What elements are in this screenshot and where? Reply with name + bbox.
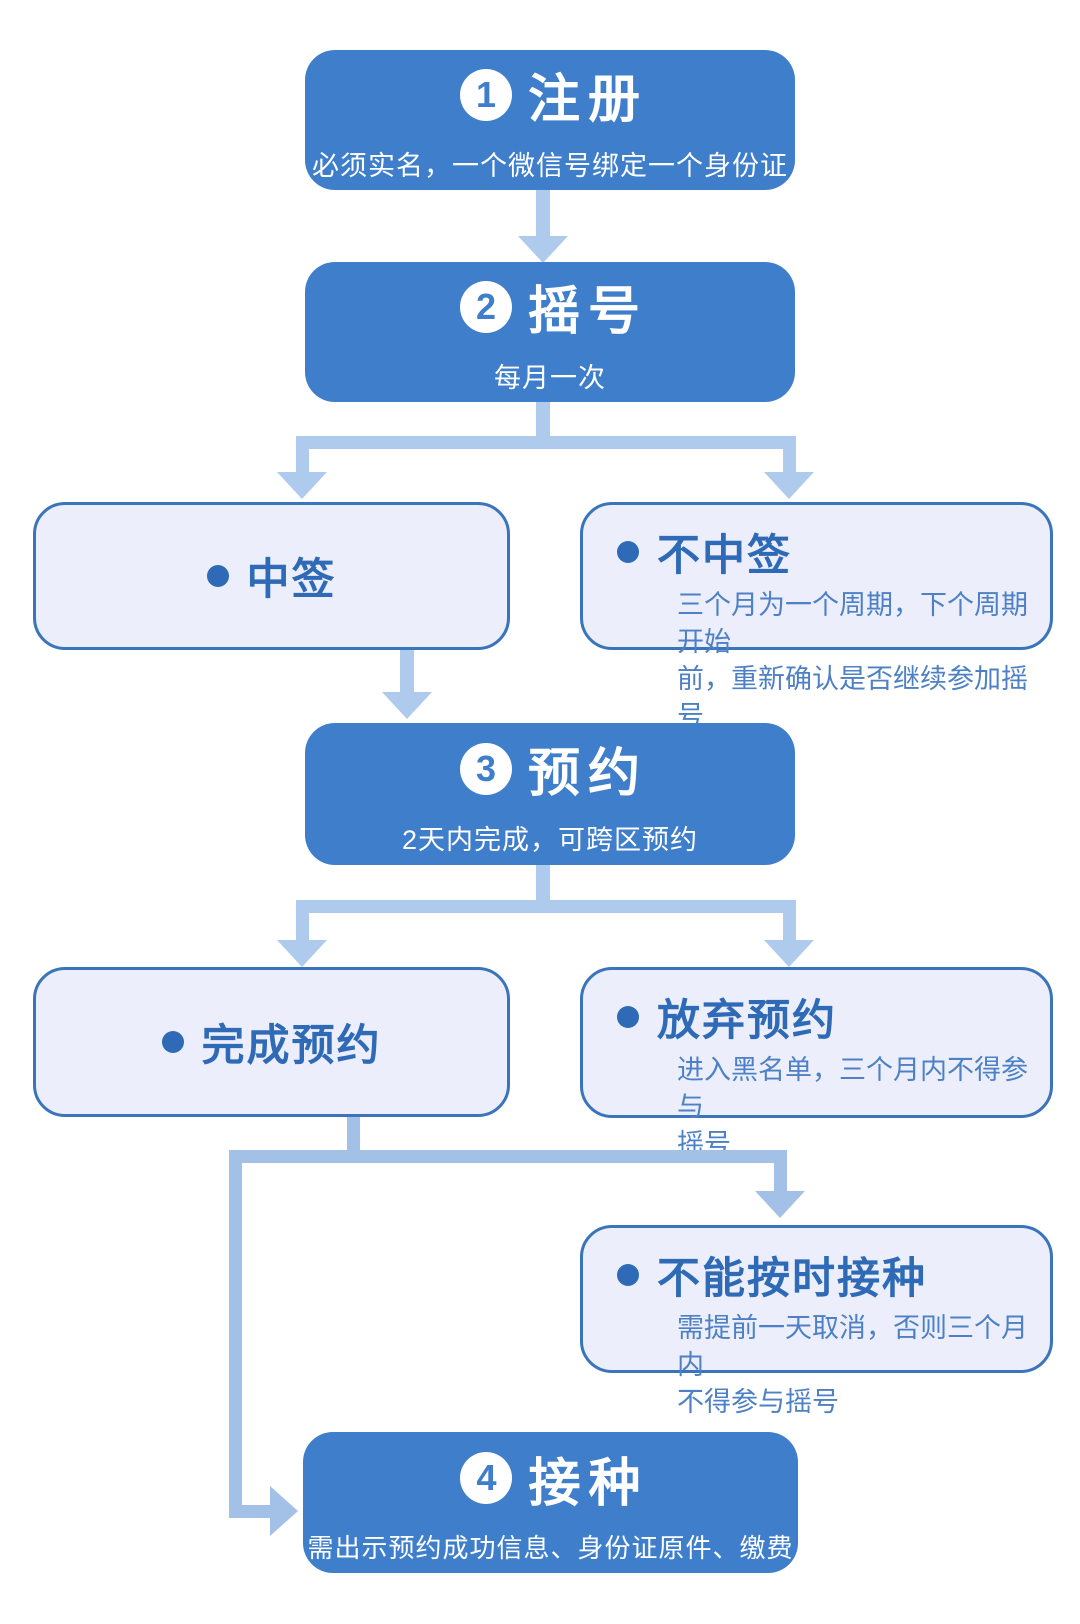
step-3-appointment-box: 3 预约 2天内完成，可跨区预约: [305, 723, 795, 865]
step-3-title: 预约: [527, 745, 648, 803]
bullet-icon: [206, 565, 229, 587]
outcome-lose-title: 不中签: [657, 532, 792, 580]
branch1-bar-line: [296, 436, 796, 449]
arrow-step1-step2-down-icon: [518, 236, 568, 263]
step-4-subtitle: 需出示预约成功信息、身份证原件、缴费: [307, 1532, 794, 1563]
arrow-win-step3-down-icon: [382, 692, 432, 719]
step-4-vaccinate-box: 4 接种 需出示预约成功信息、身份证原件、缴费: [303, 1432, 798, 1573]
connector-right-down-icon: [755, 1191, 805, 1218]
step-1-subtitle: 必须实名，一个微信号绑定一个身份证: [312, 151, 788, 181]
step-2-title: 摇号: [527, 283, 648, 341]
bullet-icon: [161, 1031, 184, 1053]
bullet-icon: [617, 1264, 639, 1286]
connector-right-arrow-icon: [270, 1486, 298, 1536]
connector-stem-line: [347, 1117, 360, 1150]
arrow-step1-step2-line: [536, 190, 550, 236]
step-1-title: 注册: [527, 71, 648, 129]
outcome-giveup-subtitle: 进入黑名单，三个月内不得参与 摇号: [677, 1055, 1028, 1159]
step-1-register-box: 1 注册 必须实名，一个微信号绑定一个身份证: [305, 50, 795, 190]
outcome-miss-box: 不能按时接种 需提前一天取消，否则三个月内 不得参与摇号: [580, 1225, 1053, 1417]
outcome-giveup-title: 放弃预约: [657, 997, 837, 1045]
branch2-left-line: [296, 913, 309, 940]
outcome-giveup-box: 放弃预约 进入黑名单，三个月内不得参与 摇号: [580, 967, 1053, 1159]
branch2-left-down-icon: [277, 940, 327, 967]
outcome-lose-box: 不中签 三个月为一个周期，下个周期开始 前，重新确认是否继续参加摇号: [580, 502, 1053, 731]
step-3-title-row: 3 预约: [459, 731, 640, 806]
branch1-right-line: [783, 449, 796, 472]
outcome-complete-title: 完成预约: [201, 1022, 382, 1070]
branch2-right-line: [783, 913, 796, 940]
outcome-complete-box: 完成预约: [33, 967, 510, 1117]
branch2-bar-line: [296, 900, 796, 913]
step-4-number-badge: 4: [460, 1452, 513, 1504]
step-2-subtitle: 每月一次: [494, 363, 606, 393]
step-2-number-badge: 2: [459, 280, 512, 333]
bullet-icon: [617, 1006, 639, 1028]
outcome-miss-subtitle: 需提前一天取消，否则三个月内 不得参与摇号: [677, 1313, 1028, 1417]
branch1-left-down-icon: [277, 472, 327, 499]
outcome-miss-title: 不能按时接种: [657, 1255, 927, 1303]
connector-bar-line: [229, 1150, 787, 1163]
step-2-lottery-box: 2 摇号 每月一次: [305, 262, 795, 402]
connector-elbow-line: [242, 1505, 270, 1518]
step-4-title: 接种: [528, 1454, 649, 1513]
outcome-win-box: 中签: [33, 502, 510, 650]
branch2-stem-line: [536, 865, 550, 900]
step-1-title-row: 1 注册: [459, 57, 640, 132]
bullet-icon: [617, 541, 639, 563]
step-3-subtitle: 2天内完成，可跨区预约: [401, 825, 699, 855]
branch1-left-line: [296, 449, 309, 472]
outcome-lose-subtitle: 三个月为一个周期，下个周期开始 前，重新确认是否继续参加摇号: [677, 590, 1028, 731]
connector-left-line: [229, 1163, 242, 1518]
arrow-win-step3-line: [400, 650, 414, 692]
step-4-title-row: 4 接种: [460, 1441, 640, 1516]
branch1-stem-line: [536, 402, 550, 436]
branch1-right-down-icon: [764, 472, 814, 499]
branch2-right-down-icon: [764, 940, 814, 967]
step-3-number-badge: 3: [459, 742, 512, 795]
outcome-win-title: 中签: [246, 556, 337, 604]
step-1-number-badge: 1: [459, 68, 512, 121]
connector-right-line: [774, 1163, 787, 1191]
step-2-title-row: 2 摇号: [459, 269, 640, 344]
